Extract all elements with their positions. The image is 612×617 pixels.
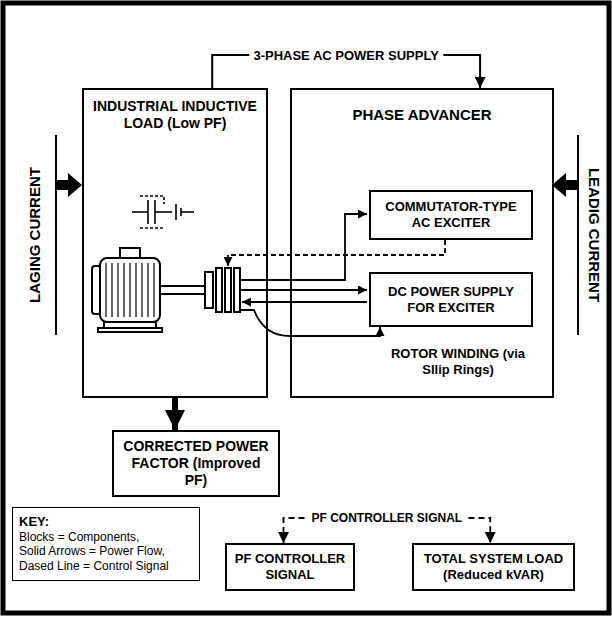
motor-fin [153, 263, 154, 317]
motor-fin [147, 263, 148, 317]
box-heading: COMMUTATOR-TYPE AC EXCITER [377, 199, 525, 231]
load-box: INDUSTRIAL INDUCTIVE LOAD (Low PF) [82, 88, 268, 398]
connector-label: PF CONTROLLER SIGNAL [308, 511, 467, 525]
controller-box: PF CONTROLLER SIGNAL [225, 543, 355, 591]
motor-illustration [92, 248, 240, 332]
key-entry: Blocks = Components, [19, 530, 193, 545]
power-arrow [172, 398, 178, 430]
shaft [160, 286, 205, 294]
result-box: CORRECTED POWER FACTOR (Improved PF) [112, 430, 280, 497]
connector-label: 3-PHASE AC POWER SUPPLY [249, 48, 442, 63]
motor-fin [105, 263, 106, 317]
motor-fin [111, 263, 112, 317]
capacitor-symbol [132, 196, 194, 228]
box-heading: INDUSTRIAL INDUCTIVE LOAD (Low PF) [90, 98, 260, 132]
dc-supply-box: DC POWER SUPPLY FOR EXCITER [369, 272, 533, 327]
side-line [577, 135, 579, 335]
box-heading: KEY: [19, 514, 193, 530]
side-line [55, 135, 57, 335]
key-entry: Dased Line = Control Signal [19, 559, 193, 574]
system-load-box: TOTAL SYSTEM LOAD (Reduced kVAR) [412, 543, 575, 591]
motor-fin [117, 263, 118, 317]
slip-ring [225, 268, 231, 312]
box-heading: TOTAL SYSTEM LOAD (Reduced kVAR) [420, 551, 567, 583]
box-heading: PF CONTROLLER SIGNAL [233, 551, 347, 583]
box-heading: CORRECTED POWER FACTOR (Improved PF) [120, 438, 272, 489]
side-label: LAGING CURRENT [26, 167, 43, 303]
motor-fin [123, 263, 124, 317]
box-heading: PHASE ADVANCER [298, 106, 546, 124]
rotor-wires [228, 214, 445, 336]
box-subtext: ROTOR WINDING (via Sllip Rings) [388, 346, 528, 378]
slip-ring [234, 268, 240, 312]
side-label: LEADIG CURRENT [586, 168, 603, 302]
coupling [205, 272, 213, 308]
current-arrow [552, 173, 578, 197]
phase-advancer-box: PHASE ADVANCER ROTOR WINDING (via Sllip R… [290, 88, 554, 398]
key-entry: Solid Arrows = Power Flow, [19, 544, 193, 559]
box-heading: DC POWER SUPPLY FOR EXCITER [377, 284, 525, 316]
motor-fin [129, 263, 130, 317]
slip-ring [216, 268, 222, 312]
exciter-box: COMMUTATOR-TYPE AC EXCITER [369, 190, 533, 240]
key-box: KEY:Blocks = Components,Solid Arrows = P… [12, 507, 200, 581]
outer-frame [3, 3, 609, 613]
motor-fin [135, 263, 136, 317]
current-arrow [56, 173, 82, 197]
motor-fin [141, 263, 142, 317]
